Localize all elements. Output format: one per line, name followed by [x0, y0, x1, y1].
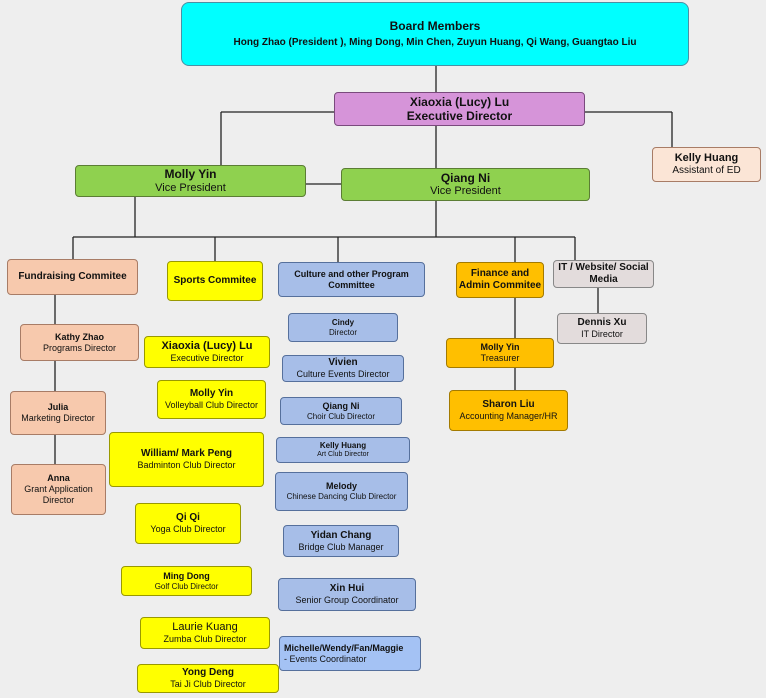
sports-member-box: Ming Dong Golf Club Director — [121, 566, 252, 596]
member-name: Julia — [47, 402, 69, 413]
vp-right-name: Qiang Ni — [440, 170, 491, 185]
it-committee-header: IT / Website/ Social Media — [553, 260, 654, 288]
member-role: Accounting Manager/HR — [459, 411, 558, 422]
member-name: Xiaoxia (Lucy) Lu — [161, 340, 253, 352]
board-title: Board Members — [389, 19, 481, 34]
sports-member-box: Molly Yin Volleyball Club Director — [157, 380, 266, 419]
fundraising-title: Fundraising Commitee — [18, 271, 127, 282]
sports-member-box: William/ Mark Peng Badminton Club Direct… — [109, 432, 264, 487]
member-name: Vivien — [328, 357, 358, 369]
board-member-list: Hong Zhao (President ), Ming Dong, Min C… — [233, 36, 637, 48]
member-role: - Events Coordinator — [284, 653, 367, 664]
member-name: Molly Yin — [480, 342, 520, 353]
culture-title: Culture and other Program Committee — [294, 268, 409, 290]
vp-right-role: Vice President — [430, 185, 501, 198]
member-name: Qiang Ni — [322, 400, 360, 411]
member-name: Dennis Xu — [577, 317, 627, 329]
culture-member-box: Yidan Chang Bridge Club Manager — [283, 525, 399, 557]
assistant-box: Kelly Huang Assistant of ED — [652, 147, 761, 182]
fundraising-committee-header: Fundraising Commitee — [7, 259, 138, 295]
culture-member-box: Qiang Ni Choir Club Director — [280, 397, 402, 425]
finance-committee-header: Finance and Admin Commitee — [456, 262, 544, 298]
sports-committee-header: Sports Commitee — [167, 261, 263, 301]
member-role: Tai Ji Club Director — [170, 679, 246, 690]
member-name: Qi Qi — [176, 512, 200, 524]
fundraising-member-box: Kathy Zhao Programs Director — [20, 324, 139, 361]
member-name: Cindy — [331, 317, 355, 327]
executive-director-box: Xiaoxia (Lucy) Lu Executive Director — [334, 92, 585, 126]
culture-member-box: Cindy Director — [288, 313, 398, 342]
assistant-name: Kelly Huang — [674, 151, 739, 164]
member-role: Yoga Club Director — [150, 524, 226, 535]
vice-president-right-box: Qiang Ni Vice President — [341, 168, 590, 201]
board-members-box: Board Members Hong Zhao (President ), Mi… — [181, 2, 689, 66]
member-role: IT Director — [581, 329, 623, 340]
member-role: Director — [328, 327, 357, 337]
member-name: Xin Hui — [329, 583, 365, 595]
assistant-role: Assistant of ED — [672, 165, 741, 177]
sports-member-box: Qi Qi Yoga Club Director — [135, 503, 241, 544]
sports-member-box: Laurie Kuang Zumba Club Director — [140, 617, 270, 649]
culture-member-box: Xin Hui Senior Group Coordinator — [278, 578, 416, 611]
vp-left-role: Vice President — [155, 181, 226, 194]
vice-president-left-box: Molly Yin Vice President — [75, 165, 306, 197]
culture-member-box: Melody Chinese Dancing Club Director — [275, 472, 408, 511]
fundraising-member-box: Anna Grant Application Director — [11, 464, 106, 515]
member-name: William/ Mark Peng — [140, 448, 233, 460]
member-role: Zumba Club Director — [163, 634, 247, 645]
member-name: Kelly Huang — [319, 441, 367, 450]
member-name: Michelle/Wendy/Fan/Maggie — [284, 642, 404, 653]
member-name: Laurie Kuang — [172, 621, 238, 633]
culture-committee-header: Culture and other Program Committee — [278, 262, 425, 297]
member-name: Anna — [47, 473, 70, 484]
executive-role: Executive Director — [406, 109, 513, 123]
sports-member-box: Xiaoxia (Lucy) Lu Executive Director — [144, 336, 270, 368]
member-name: Melody — [325, 481, 357, 492]
executive-name: Xiaoxia (Lucy) Lu — [409, 94, 510, 109]
fundraising-member-box: Julia Marketing Director — [10, 391, 106, 435]
member-role: Volleyball Club Director — [164, 400, 259, 411]
member-role: Senior Group Coordinator — [295, 595, 399, 606]
it-member-box: Dennis Xu IT Director — [557, 313, 647, 344]
member-name: Molly Yin — [189, 388, 234, 400]
member-name: Yong Deng — [181, 667, 235, 679]
finance-title: Finance and Admin Commitee — [458, 268, 542, 291]
sports-title: Sports Commitee — [173, 275, 257, 286]
sports-member-box: Yong Deng Tai Ji Club Director — [137, 664, 279, 693]
member-role: Art Club Director — [317, 450, 369, 458]
member-name: Yidan Chang — [310, 529, 372, 541]
member-name: Sharon Liu — [482, 399, 535, 411]
member-role: Golf Club Director — [154, 581, 219, 591]
member-role: Badminton Club Director — [137, 460, 236, 471]
member-role: Grant Application Director — [24, 484, 93, 505]
member-role: Culture Events Director — [296, 369, 390, 380]
it-title: IT / Website/ Social Media — [558, 262, 649, 285]
culture-member-box: Michelle/Wendy/Fan/Maggie - Events Coord… — [279, 636, 421, 671]
culture-member-box: Kelly Huang Art Club Director — [276, 437, 410, 463]
member-role: Choir Club Director — [306, 411, 376, 421]
member-role: Executive Director — [170, 353, 244, 364]
member-name: Kathy Zhao — [54, 331, 104, 342]
member-role: Chinese Dancing Club Director — [286, 492, 397, 502]
member-role: Programs Director — [42, 342, 116, 353]
member-role: Treasurer — [480, 353, 520, 363]
culture-member-box: Vivien Culture Events Director — [282, 355, 404, 382]
member-role: Marketing Director — [21, 413, 95, 423]
vp-left-name: Molly Yin — [164, 167, 217, 182]
member-name: Ming Dong — [163, 570, 210, 581]
member-role: Bridge Club Manager — [298, 541, 384, 552]
finance-member-box: Molly Yin Treasurer — [446, 338, 554, 368]
finance-member-box: Sharon Liu Accounting Manager/HR — [449, 390, 568, 431]
